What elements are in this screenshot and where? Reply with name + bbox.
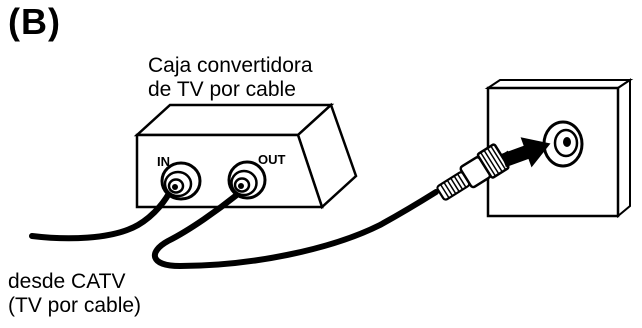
arrow-right-icon <box>501 137 551 168</box>
converter-box-caption: Caja convertidora de TV por cable <box>148 54 313 101</box>
catv-source-caption-line-1: desde CATV <box>8 270 126 293</box>
in-connector-icon <box>160 161 202 201</box>
port-out-label: OUT <box>258 152 286 167</box>
catv-source-caption: desde CATV (TV por cable) <box>8 270 141 317</box>
out-cable <box>151 189 439 269</box>
converter-box-caption-line-1: Caja convertidora <box>148 54 313 77</box>
wall-jack-icon <box>542 120 584 168</box>
out-connector-icon <box>227 160 267 200</box>
converter-box-caption-line-2: de TV por cable <box>148 77 296 101</box>
f-connector-plug-icon <box>436 143 510 201</box>
figure-label: (B) <box>8 1 61 42</box>
catv-cable <box>29 185 175 242</box>
port-in-label: IN <box>157 154 170 169</box>
catv-source-caption-line-2: (TV por cable) <box>8 293 142 317</box>
